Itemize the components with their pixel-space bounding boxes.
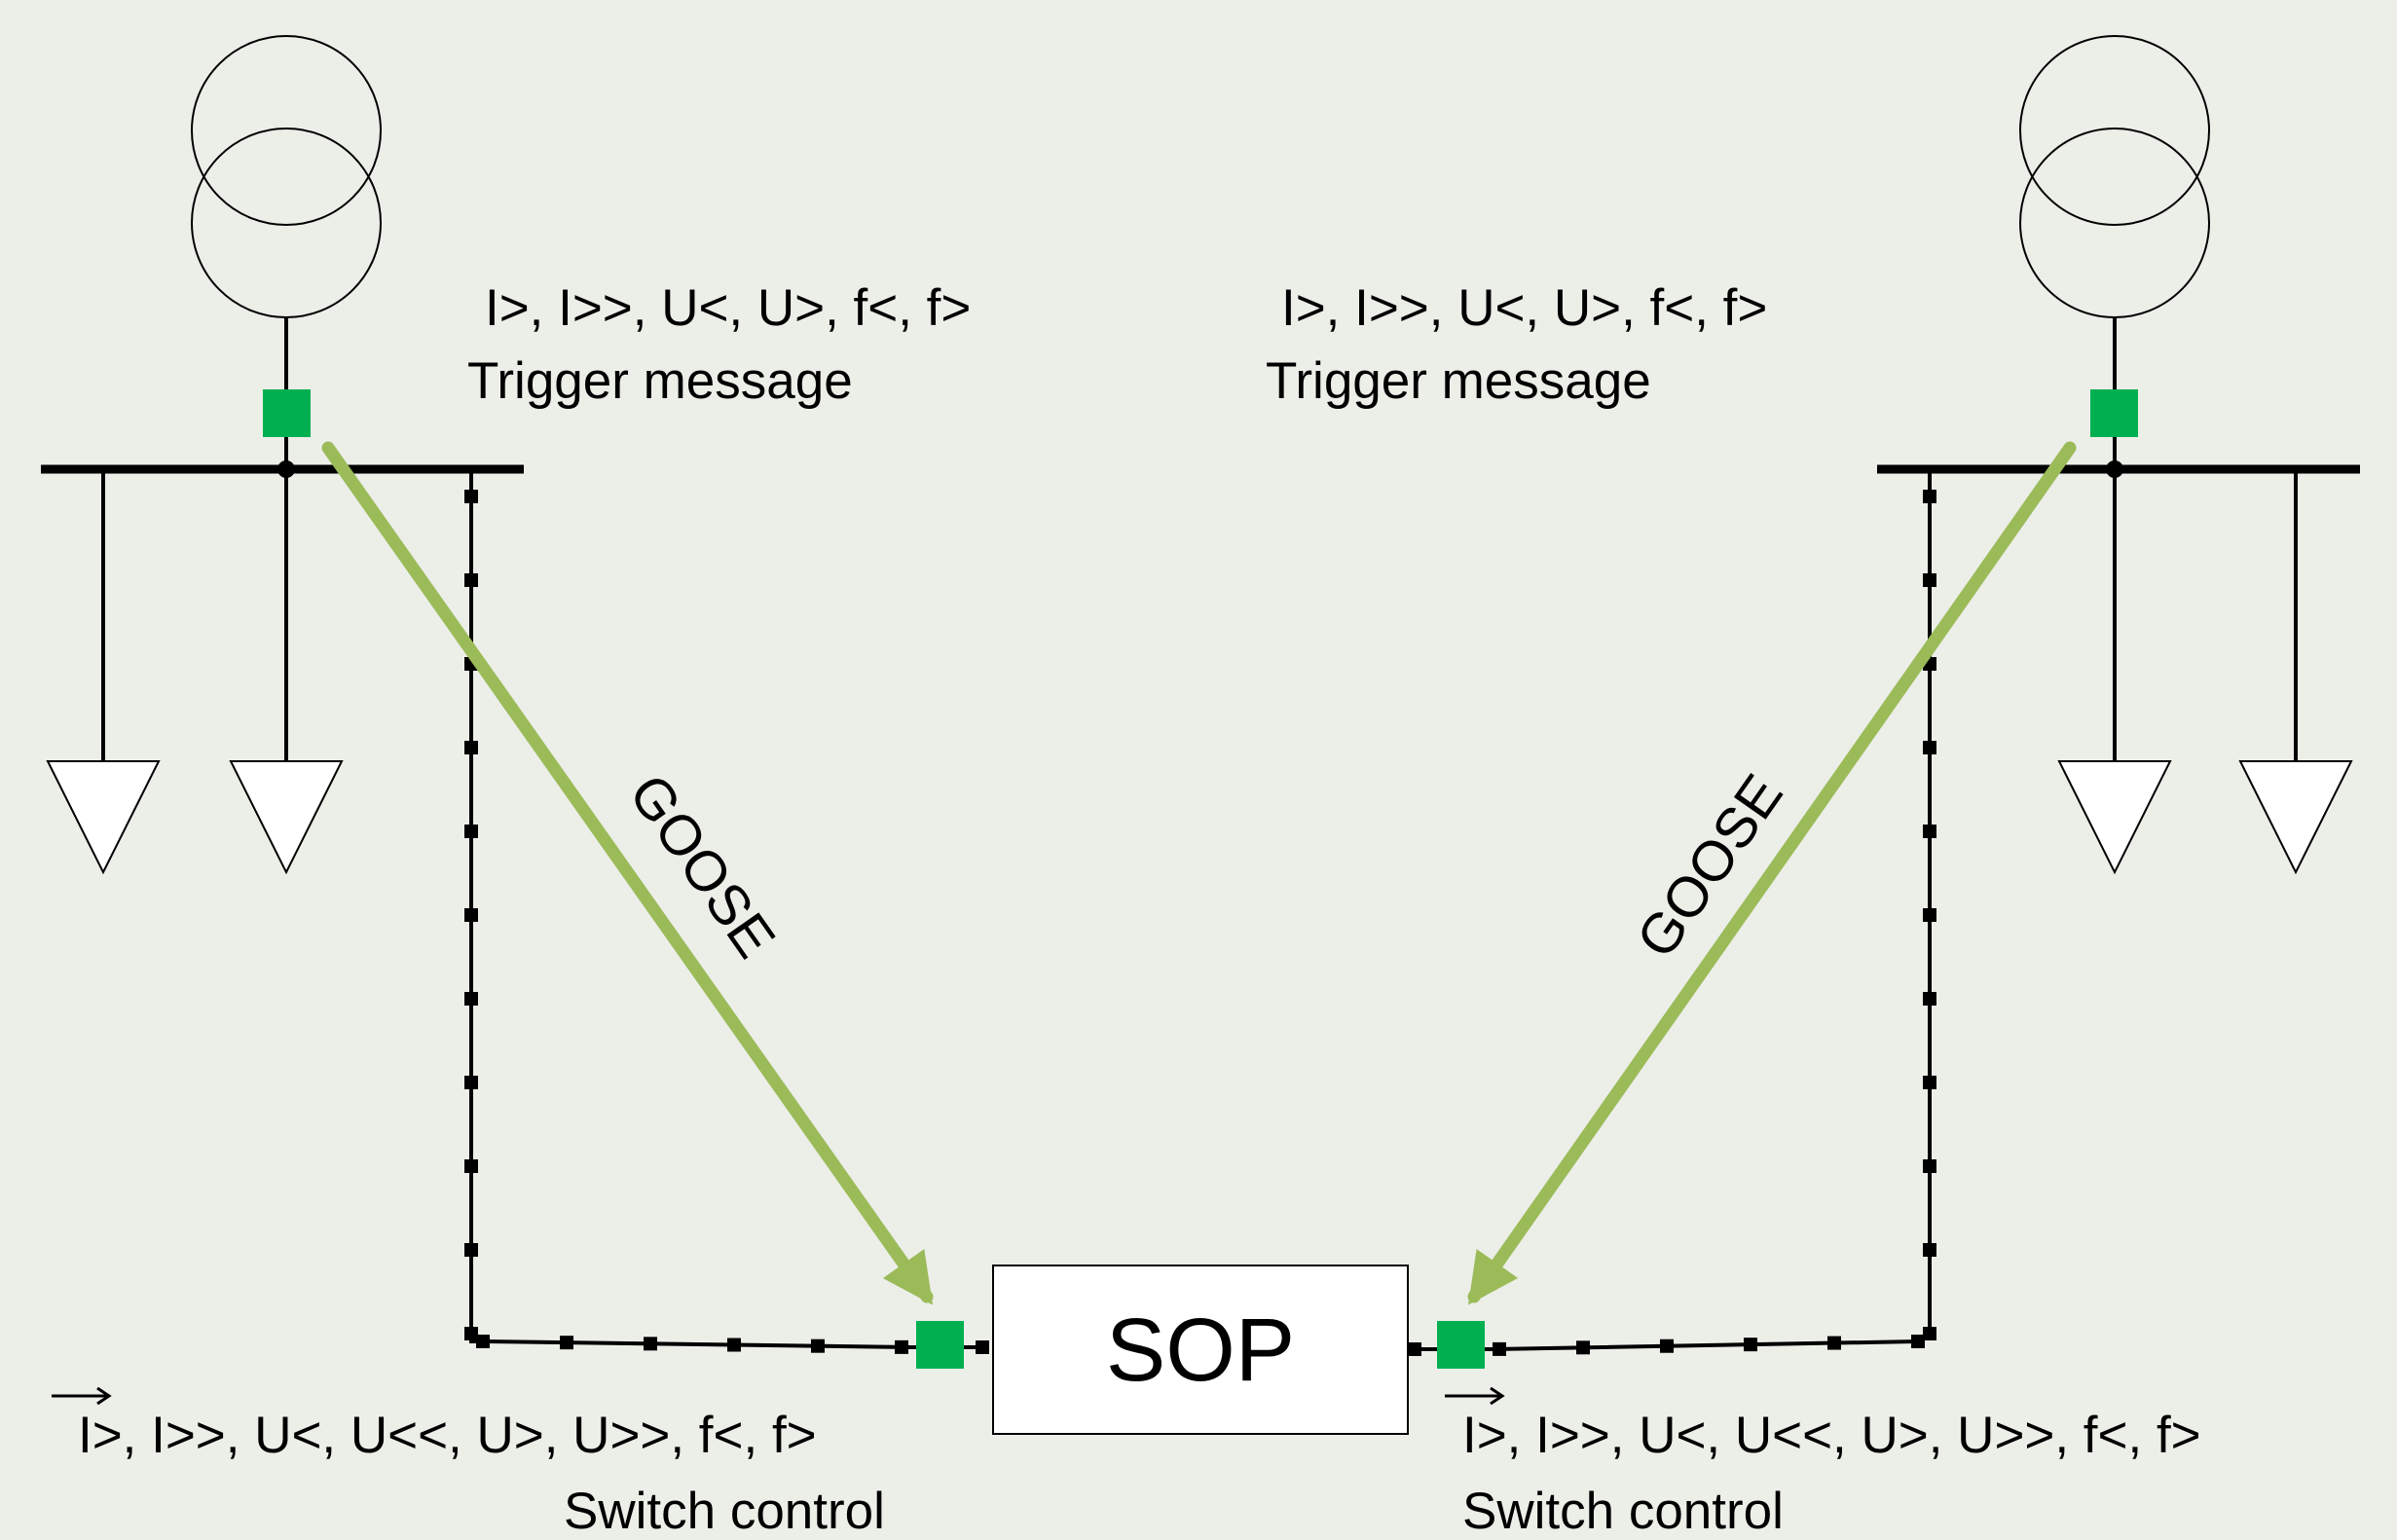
right-protection-label: I>, I>>, U<, U>, f<, f>	[1281, 279, 1767, 337]
sop-label: SOP	[1106, 1301, 1295, 1400]
right-direction-arrow-icon	[1445, 1386, 1505, 1406]
cable-marker	[1923, 908, 1936, 922]
cable-marker	[476, 1335, 490, 1348]
cable-marker	[464, 1076, 478, 1089]
left-load-icon-1	[46, 760, 161, 875]
cable-marker	[464, 1159, 478, 1173]
cable-marker	[1923, 1159, 1936, 1173]
cable-marker	[1923, 741, 1936, 754]
cable-marker	[1408, 1342, 1421, 1356]
cable-marker	[1923, 1243, 1936, 1257]
cable-marker	[1660, 1338, 1674, 1353]
left-load-icon-2	[229, 760, 344, 875]
right-trigger-label: Trigger message	[1266, 352, 1651, 410]
cable-marker	[464, 573, 478, 587]
left-direction-arrow-icon	[52, 1386, 112, 1406]
cable-marker	[895, 1339, 908, 1354]
cable-marker	[1923, 573, 1936, 587]
left-bus-junction	[277, 460, 295, 478]
cable-marker	[976, 1340, 989, 1354]
right-goose-arrow	[1467, 441, 2077, 1305]
cable-marker	[811, 1338, 825, 1353]
cable-marker	[1923, 992, 1936, 1006]
right-switch-control-label: Switch control	[1462, 1483, 1784, 1540]
cable-marker	[464, 825, 478, 838]
cable-marker	[464, 490, 478, 503]
cable-marker	[1911, 1335, 1925, 1348]
cable-marker	[464, 1243, 478, 1257]
cable-marker	[560, 1336, 573, 1350]
cable-marker	[1744, 1338, 1757, 1352]
left-transformer-icon	[191, 35, 382, 318]
cable-marker	[464, 908, 478, 922]
cable-marker	[1827, 1336, 1841, 1350]
cable-marker	[464, 1327, 478, 1340]
cable-marker	[644, 1337, 657, 1351]
cable-marker	[1576, 1340, 1590, 1355]
right-load-icon-1	[2057, 760, 2172, 875]
sop-right-node	[1437, 1321, 1485, 1369]
right-sop-protection-label: I>, I>>, U<, U<<, U>, U>>, f<, f>	[1462, 1407, 2201, 1464]
right-load-icon-2	[2238, 760, 2353, 875]
sop-box	[992, 1265, 1409, 1435]
cable-marker	[1923, 1076, 1936, 1089]
cable-marker	[1923, 1327, 1936, 1340]
right-transformer-icon	[2019, 35, 2210, 318]
cable-marker	[1923, 825, 1936, 838]
left-switch-control-label: Switch control	[564, 1483, 885, 1540]
cable-marker	[727, 1338, 741, 1352]
left-measurement-node	[263, 389, 311, 437]
left-goose-label: GOOSE	[616, 763, 787, 970]
left-protection-label: I>, I>>, U<, U>, f<, f>	[485, 279, 971, 337]
cable-marker	[464, 992, 478, 1006]
sop-left-node	[916, 1321, 964, 1369]
left-goose-arrow	[321, 441, 934, 1305]
cable-marker	[1923, 490, 1936, 503]
left-sop-protection-label: I>, I>>, U<, U<<, U>, U>>, f<, f>	[78, 1407, 817, 1464]
cable-marker	[1493, 1341, 1506, 1356]
left-trigger-label: Trigger message	[467, 352, 853, 410]
cable-marker	[464, 741, 478, 754]
right-measurement-node	[2090, 389, 2138, 437]
right-bus-junction	[2106, 460, 2123, 478]
